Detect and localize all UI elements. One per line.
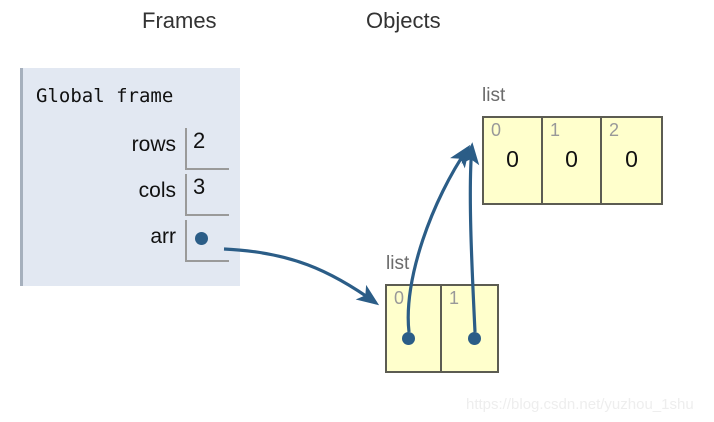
list-object-bottom: 0 1 xyxy=(385,284,499,373)
list-cell: 1 xyxy=(442,286,497,371)
list-cell-index: 1 xyxy=(449,288,460,308)
list-cell-value: 0 xyxy=(625,146,638,172)
variable-value-cell-rows: 2 xyxy=(185,128,229,170)
arrow-arr-to-list-bottom xyxy=(223,247,380,306)
variable-row-arr: arr xyxy=(30,220,235,268)
pointer-dot-icon-arr xyxy=(195,232,208,245)
list-cell-index: 2 xyxy=(609,120,620,140)
list-cell-index: 1 xyxy=(550,120,561,140)
list-cell-index: 0 xyxy=(491,120,502,140)
list-cell: 2 0 xyxy=(602,118,661,203)
variable-name-arr: arr xyxy=(150,225,176,248)
variable-value-rows: 2 xyxy=(193,128,206,153)
variable-row-cols: cols 3 xyxy=(30,174,235,222)
variable-name-rows: rows xyxy=(131,133,176,156)
list-cell-index: 0 xyxy=(394,288,405,308)
global-frame-box xyxy=(20,68,240,286)
pointer-dot-icon-list-bottom-0 xyxy=(402,332,415,345)
object-type-label-list-top: list xyxy=(482,85,506,106)
objects-column-header: Objects xyxy=(366,8,441,33)
watermark-text: https://blog.csdn.net/yuzhou_1shu xyxy=(466,396,694,413)
global-frame-title: Global frame xyxy=(36,85,174,107)
variable-value-cell-cols: 3 xyxy=(185,174,229,216)
list-object-top: 0 0 1 0 2 0 xyxy=(482,116,663,205)
variable-value-cols: 3 xyxy=(193,174,206,199)
pointer-dot-icon-list-bottom-1 xyxy=(468,332,481,345)
list-cell: 0 xyxy=(387,286,442,371)
variable-value-cell-arr xyxy=(185,220,229,262)
object-type-label-list-bottom: list xyxy=(386,253,410,274)
variable-row-rows: rows 2 xyxy=(30,128,235,176)
list-cell-value: 0 xyxy=(565,146,578,172)
variable-name-cols: cols xyxy=(138,179,176,202)
list-cell: 0 0 xyxy=(484,118,543,203)
list-cell-value: 0 xyxy=(506,146,519,172)
frames-column-header: Frames xyxy=(142,8,217,33)
list-cell: 1 0 xyxy=(543,118,602,203)
